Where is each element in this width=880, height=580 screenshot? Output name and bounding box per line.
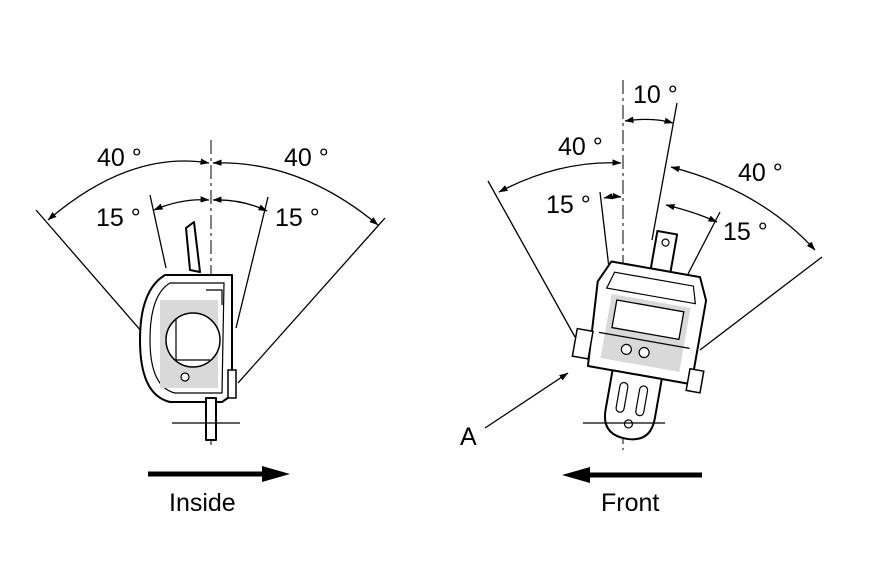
right-dim-arc-15-right — [665, 203, 718, 223]
right-ext-40-left — [487, 180, 576, 338]
right-ext-15-left — [599, 191, 610, 269]
left-direction-label: Inside — [169, 489, 236, 517]
left-angle-inner-right: 15 ° — [275, 204, 320, 232]
right-sensor-clip-right — [685, 367, 705, 394]
right-dim-arc-15-left — [603, 192, 622, 200]
right-sensor-tab-hole — [661, 238, 670, 247]
right-direction-arrowhead — [562, 467, 590, 483]
right-sensor-hole-1 — [620, 343, 632, 356]
right-sensor-hole-2 — [638, 346, 650, 359]
left-dim-arc-15-left — [153, 196, 210, 211]
right-direction-label: Front — [601, 489, 659, 517]
left-angle-outer-left: 40 ° — [97, 144, 142, 172]
left-sensor-corner — [206, 289, 223, 305]
right-dim-arc-40-right — [670, 166, 816, 251]
left-dim-arc-40-right — [212, 159, 379, 226]
left-sensor-tab — [185, 221, 201, 273]
left-sensor-hole — [180, 372, 190, 382]
left-angle-inner-left: 15 ° — [96, 204, 141, 232]
left-angle-outer-right: 40 ° — [284, 144, 329, 172]
right-sensor-clip-left — [571, 327, 594, 360]
right-angle-inner-right: 15 ° — [723, 218, 768, 246]
right-angle-inner-left: 15 ° — [546, 191, 591, 219]
left-sensor-stem — [205, 397, 217, 441]
left-dim-arc-40-left — [47, 158, 210, 221]
left-sensor-frame-line — [175, 318, 210, 361]
right-angle-top: 10 ° — [633, 81, 678, 109]
left-sensor-ball — [165, 312, 221, 368]
right-view: 10 ° 40 ° 40 ° 15 ° 15 ° A Front — [460, 80, 823, 517]
right-sensor-slot-1 — [615, 381, 629, 413]
right-sensor-window — [611, 299, 685, 341]
left-sensor-part — [139, 221, 237, 441]
left-sensor-inner — [149, 282, 225, 394]
right-dim-arc-10 — [624, 116, 674, 124]
right-tilted-axis — [651, 102, 678, 241]
left-ext-40-right — [237, 217, 386, 384]
right-sensor-mid-line — [598, 331, 690, 349]
right-sensor-lower-arm — [603, 369, 663, 441]
right-ext-40-right — [699, 256, 823, 351]
right-sensor-slot-2 — [635, 385, 649, 417]
right-dim-arc-40-left — [498, 159, 622, 193]
right-angle-outer-right: 40 ° — [738, 159, 783, 187]
left-view: 40 ° 40 ° 15 ° 15 ° Inside — [35, 140, 386, 517]
right-sensor-upper-frame — [605, 271, 697, 305]
left-dim-arc-15-right — [212, 196, 268, 212]
callout-a-label: A — [460, 423, 477, 451]
right-sensor-bottom-hole — [623, 419, 634, 429]
right-sensor-top-tab — [649, 229, 679, 273]
right-angle-outer-left: 40 ° — [558, 133, 603, 161]
callout-a-leader — [484, 372, 569, 429]
left-sensor-clip — [227, 369, 237, 399]
right-sensor-part — [571, 229, 708, 441]
left-ext-40-left — [35, 209, 143, 333]
left-ext-15-right — [235, 196, 269, 329]
left-direction-arrowhead — [262, 466, 290, 482]
